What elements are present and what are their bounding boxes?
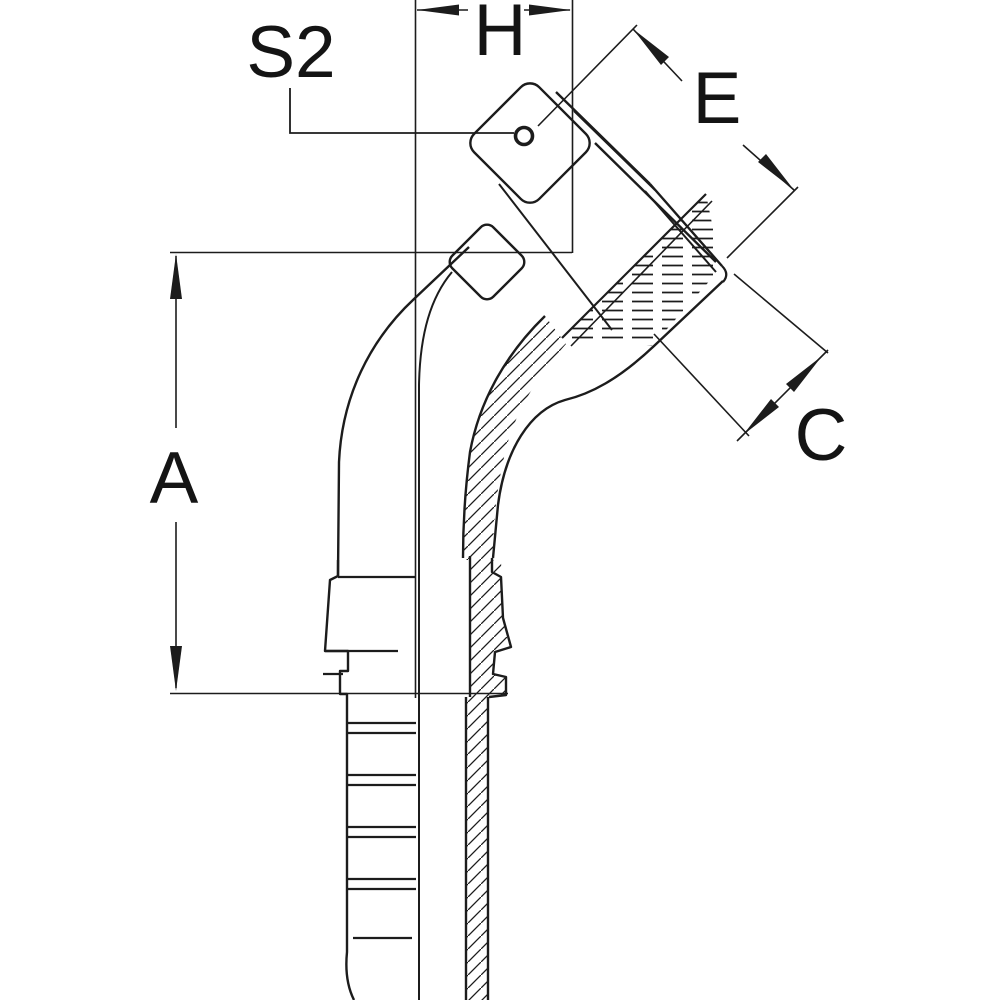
collar-left-profile — [323, 560, 356, 1000]
fitting-body — [323, 0, 728, 1000]
thread-crest-line-2 — [570, 200, 713, 347]
elbow-wall-section-hatch — [463, 316, 566, 560]
s2-reference-dot — [513, 125, 535, 147]
label-a: A — [150, 438, 199, 519]
elbow-outer-left — [336, 246, 470, 577]
nut-skirt-opening — [448, 223, 526, 301]
seat-face-outer — [649, 183, 723, 267]
a-arrowhead-top — [170, 254, 182, 299]
s2-leader-line — [289, 88, 514, 134]
c-extension-line-2 — [653, 333, 750, 437]
label-c: C — [795, 395, 848, 476]
body-outer-right — [491, 280, 724, 559]
dimension-s2 — [289, 88, 514, 134]
dimension-h — [417, 0, 574, 253]
label-s2: S2 — [246, 12, 335, 93]
nut-chamfer-edge-2 — [573, 110, 656, 191]
collar-right-outer — [488, 558, 513, 699]
h-arrowhead-left — [417, 4, 459, 16]
dimension-c — [653, 273, 829, 442]
thread-tip-chamfer — [721, 265, 728, 283]
e-arrowhead-upper — [633, 29, 669, 65]
e-extension-line-2 — [726, 186, 799, 259]
seat-face-inner — [644, 190, 717, 273]
a-arrowhead-bottom — [170, 646, 182, 691]
e-arrowhead-lower — [758, 154, 794, 190]
dimension-e — [537, 24, 799, 259]
e-extension-line-1 — [537, 24, 638, 127]
c-arrowhead-lower — [743, 399, 779, 435]
dimension-a — [170, 251, 572, 695]
stem-wall-section-hatch — [466, 697, 488, 1000]
body-junction-line — [498, 183, 613, 331]
c-arrowhead-upper — [786, 356, 822, 392]
elbow-wall-inner — [461, 315, 546, 559]
stem-barbs — [348, 721, 416, 940]
swivel-nut-face — [469, 82, 591, 204]
label-h: H — [474, 0, 527, 71]
c-extension-line-1 — [733, 273, 829, 354]
thread-crest-line-1 — [561, 193, 707, 339]
elbow-bore-line — [418, 271, 453, 1000]
label-e: E — [693, 58, 742, 139]
h-arrowhead-right — [529, 4, 571, 16]
